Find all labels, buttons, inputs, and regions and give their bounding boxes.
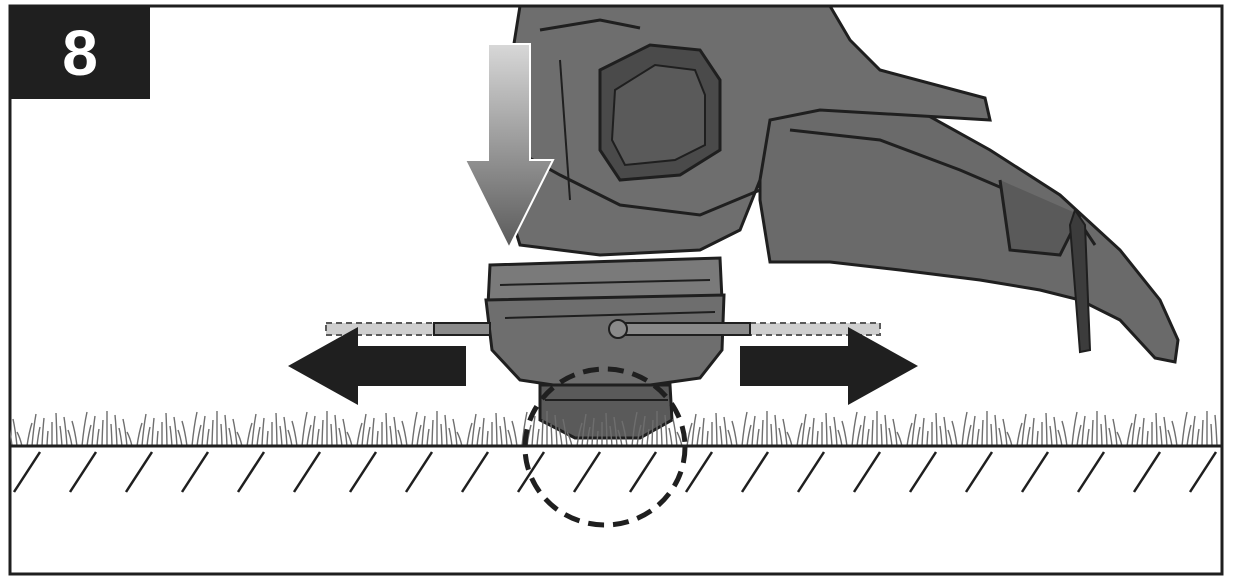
left-arrow-icon — [288, 327, 466, 405]
step-number: 8 — [62, 16, 98, 89]
soil-hatching — [12, 451, 1218, 493]
dashed-circle-icon — [522, 366, 688, 528]
right-arrow-icon — [740, 327, 918, 405]
trimmer-line-right — [608, 319, 881, 339]
trimmer-head — [484, 6, 992, 440]
grass — [10, 411, 1218, 447]
trimmer-guard — [758, 88, 1180, 364]
down-arrow-icon — [463, 43, 555, 251]
step-number-badge: 8 — [10, 6, 150, 99]
trimmer-line-left — [325, 322, 491, 336]
